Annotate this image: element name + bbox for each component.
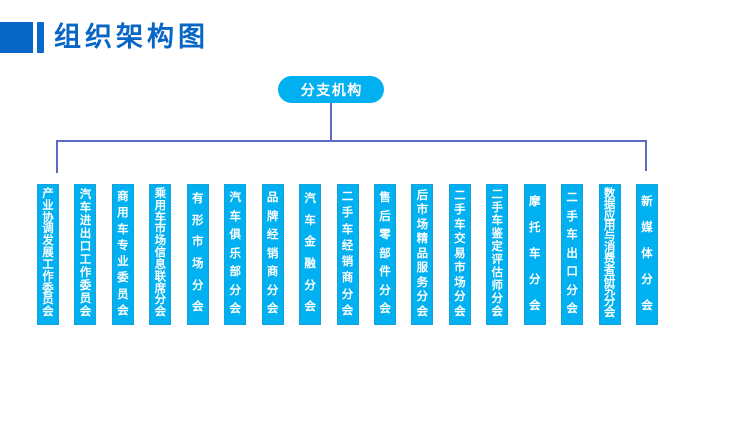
connector-horizontal-line	[56, 140, 647, 142]
title-accent-bar	[37, 22, 44, 53]
branch-row: 产业协调发展工作委员会 汽车进出口工作委员会 商用车专业委员会 乘用车市场信息联…	[37, 184, 658, 325]
connector-left-drop-line	[56, 140, 58, 173]
branch-node-used-car-dealer: 二手车经销商分会	[336, 184, 359, 325]
branch-node-data-consumer-research: 数据应用与消费者研究分会	[598, 184, 621, 325]
branch-node-industry-coordination: 产业协调发展工作委员会	[37, 184, 59, 325]
connector-stem-line	[330, 103, 332, 141]
branch-node-aftermarket-parts: 售后零部件分会	[373, 184, 396, 325]
branch-node-used-car-appraiser: 二手车鉴定评估师分会	[486, 184, 509, 325]
branch-node-auto-club: 汽车俱乐部分会	[224, 184, 247, 325]
branch-node-passenger-car-info: 乘用车市场信息联席分会	[149, 184, 172, 325]
branch-node-auto-finance: 汽车金融分会	[299, 184, 322, 325]
connector-right-drop-line	[645, 140, 647, 171]
branch-node-auto-import-export: 汽车进出口工作委员会	[74, 184, 97, 325]
branch-node-new-media: 新媒体分会	[636, 184, 658, 325]
page-title: 组织架构图	[54, 22, 209, 52]
branch-node-commercial-vehicle: 商用车专业委员会	[111, 184, 134, 325]
branch-node-brand-dealer: 品牌经销商分会	[261, 184, 284, 325]
branch-node-motorcycle: 摩托车分会	[523, 184, 546, 325]
root-node-label: 分支机构	[300, 81, 363, 98]
branch-node-used-car-export: 二手车出口分会	[561, 184, 584, 325]
root-node-branch-organizations: 分支机构	[278, 76, 384, 103]
branch-node-used-car-trading-market: 二手车交易市场分会	[448, 184, 471, 325]
branch-node-physical-market: 有形市场分会	[186, 184, 209, 325]
title-accent-square	[0, 22, 33, 53]
branch-node-aftermarket-service: 后市场精品服务分会	[411, 184, 434, 325]
